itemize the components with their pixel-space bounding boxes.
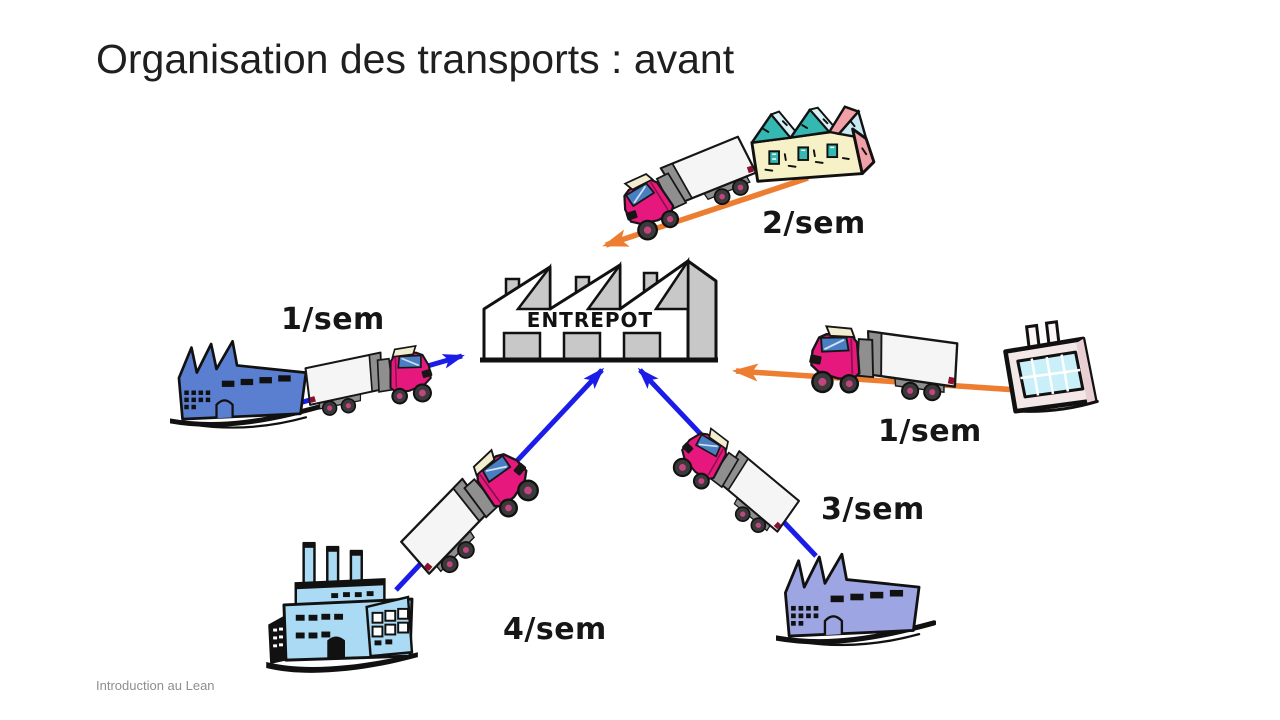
warehouse-building-icon: ENTREPOT	[480, 256, 718, 363]
frequency-label-factory-bottom-right: 3/sem	[821, 492, 925, 527]
frequency-label-factory-left: 1/sem	[281, 302, 385, 337]
factory-bottom-left-icon	[266, 541, 418, 673]
slide-title: Organisation des transports : avant	[96, 36, 735, 82]
plant-right-icon	[1003, 320, 1099, 414]
frequency-label-houses: 2/sem	[762, 206, 866, 241]
arrow-plant-right-to-warehouse	[732, 363, 1019, 393]
factory-bottom-right-icon	[776, 546, 936, 648]
warehouse-label: ENTREPOT	[527, 308, 653, 332]
houses-icon	[750, 105, 876, 183]
frequency-label-factory-bottom-left: 4/sem	[503, 612, 607, 647]
frequency-label-plant-right: 1/sem	[878, 414, 982, 449]
slide-footer: Introduction au Lean	[96, 678, 215, 693]
